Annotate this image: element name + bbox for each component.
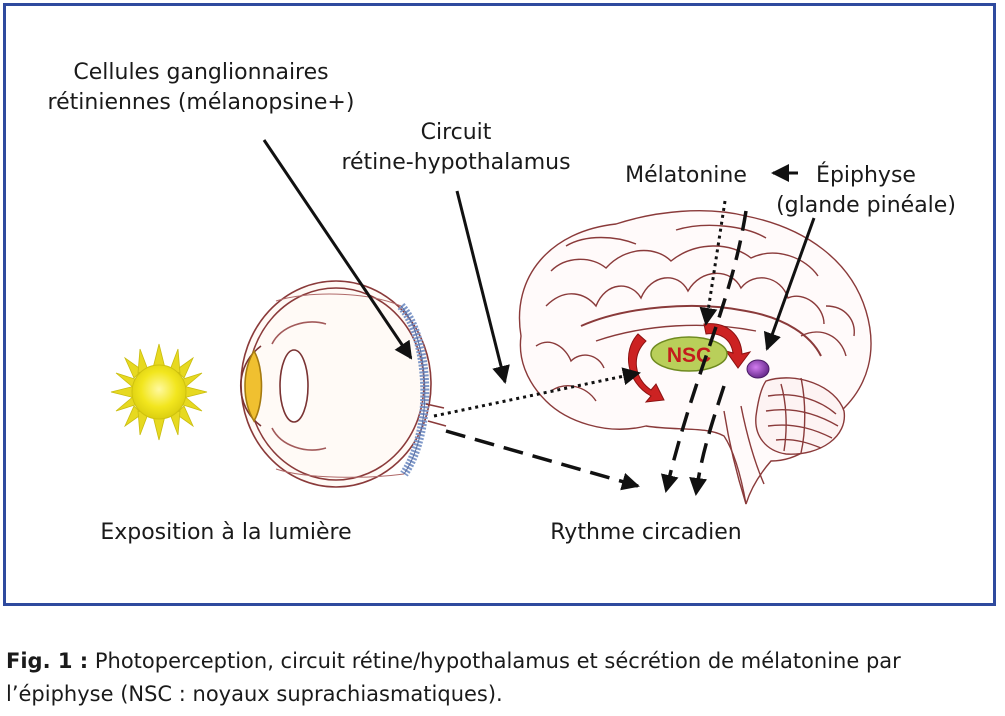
- diagram-canvas: NSC: [110, 139, 872, 505]
- ganglion-line-2: rétiniennes (mélanopsine+): [47, 90, 355, 115]
- epiphyse-line-2: (glande pinéale): [776, 193, 956, 218]
- exposition-label: Exposition à la lumière: [100, 520, 352, 545]
- red-cycle-arrows: [627, 323, 752, 403]
- figure-caption: Fig. 1 : Photoperception, circuit rétine…: [6, 645, 1001, 711]
- ganglion-line-1: Cellules ganglionnaires: [73, 60, 329, 85]
- ganglion-cells-label: Cellules ganglionnaires rétiniennes (mél…: [42, 58, 360, 118]
- circuit-label: Circuit rétine-hypothalamus: [296, 118, 616, 178]
- sun-icon: [110, 343, 208, 441]
- circuit-line-1: Circuit: [420, 120, 492, 145]
- rythme-label: Rythme circadien: [550, 520, 742, 545]
- nsc-nucleus: NSC: [650, 336, 728, 372]
- epiphyse-label: Épiphyse (glande pinéale): [766, 161, 966, 221]
- figure-frame: NSC Cellules ganglionnaires rétiniennes …: [3, 3, 996, 606]
- nsc-label: NSC: [667, 344, 711, 367]
- circuit-line-2: rétine-hypothalamus: [341, 150, 571, 175]
- melatonine-label: Mélatonine: [625, 163, 747, 188]
- epiphyse-line-1: Épiphyse: [816, 163, 916, 188]
- pineal-gland: [746, 359, 770, 379]
- caption-lead: Fig. 1 :: [6, 649, 89, 673]
- eye-icon: [240, 280, 447, 488]
- caption-text: Photoperception, circuit rétine/hypothal…: [6, 649, 901, 706]
- dashed-pathways: [445, 210, 748, 496]
- pointer-arrows: [262, 139, 816, 384]
